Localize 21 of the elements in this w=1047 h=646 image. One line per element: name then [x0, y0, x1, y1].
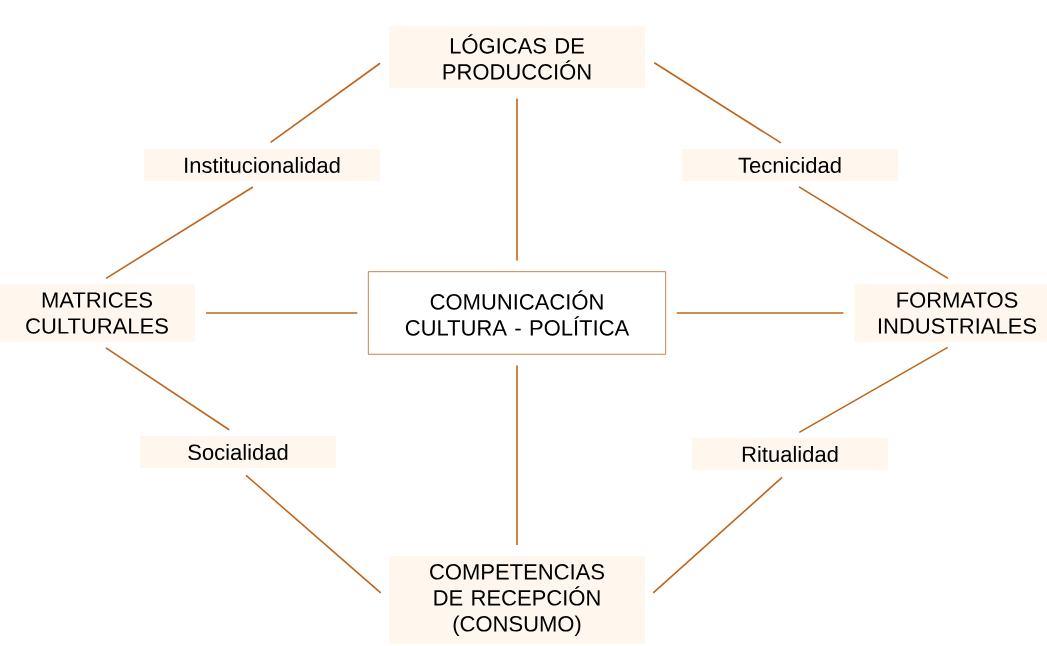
mediation-label: Ritualidad: [692, 437, 888, 471]
concept-label: LÓGICAS DE PRODUCCIÓN: [389, 26, 645, 88]
connector-line: [269, 62, 381, 144]
concept-label: COMPETENCIAS DE RECEPCIÓN (CONSUMO): [389, 556, 645, 644]
connector-line: [516, 97, 518, 262]
connector-line: [105, 186, 254, 280]
mediation-label: Tecnicidad: [682, 148, 898, 182]
mediation-label: Socialidad: [140, 435, 336, 469]
connector-line: [205, 312, 359, 314]
center-box: COMUNICACIÓN CULTURA - POLÍTICA: [367, 271, 667, 355]
connector-line: [798, 346, 949, 434]
mediation-label: Institucionalidad: [144, 148, 380, 182]
connector-line: [516, 364, 518, 546]
connector-line: [245, 474, 382, 594]
connector-line: [653, 61, 782, 144]
connector-line: [105, 347, 230, 431]
connector-line: [652, 476, 783, 594]
connector-line: [675, 312, 845, 314]
connector-line: [798, 186, 949, 280]
concept-label: FORMATOS INDUSTRIALES: [854, 284, 1047, 342]
concept-label: MATRICES CULTURALES: [0, 284, 195, 342]
